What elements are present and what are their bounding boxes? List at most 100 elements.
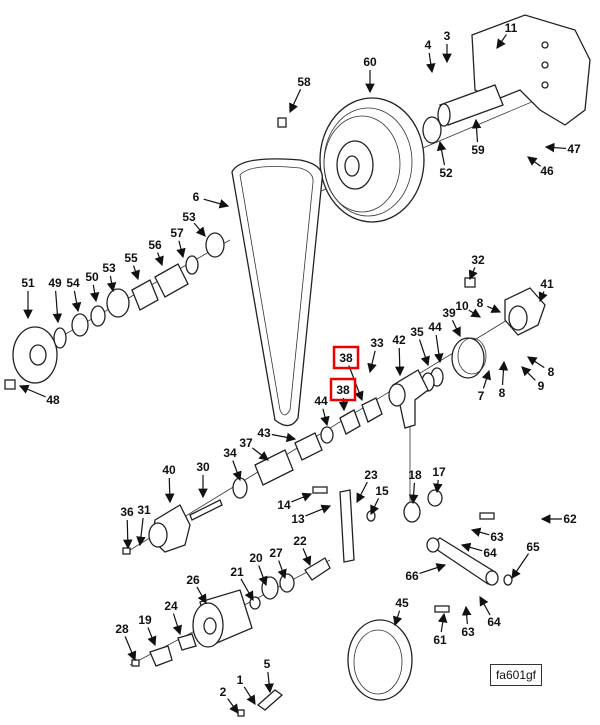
callout-number: 13 [291,512,305,526]
leader-arrow [408,482,419,505]
callout-40: 40 [162,463,176,504]
callout-49: 49 [48,276,63,324]
leader-arrow [487,304,502,313]
callout-number: 51 [21,276,35,290]
callout-45: 45 [392,596,409,627]
leader-arrow [164,477,175,504]
callout-number: 50 [85,270,99,284]
callout-46: 46 [527,156,554,178]
leader-arrow [527,156,541,167]
callout-3: 3 [442,29,452,64]
callout-15: 15 [370,484,389,516]
leader-arrow [526,356,545,369]
leader-arrow [277,560,287,580]
leader-arrow [496,34,507,49]
callout-number: 8 [477,296,484,310]
parts-drawing [4,14,591,717]
callout-number: 48 [46,393,60,407]
leader-arrow [451,319,461,338]
callout-number: 17 [432,465,446,479]
leader-arrow [479,595,491,616]
callout-number: 60 [363,55,377,69]
leader-arrow [433,479,443,494]
leader-arrow [419,563,447,575]
callout-number: 66 [405,569,419,583]
seal-ring [347,619,413,701]
leader-arrow [52,290,63,324]
callout-1: 1 [237,673,256,706]
leader-arrow [176,240,186,259]
leader-arrow [392,610,403,627]
callout-number: 1 [237,673,244,687]
callout-8: 8 [498,360,509,400]
callout-number: 43 [257,426,271,440]
leader-arrow [154,252,164,267]
leader-arrow [437,612,448,633]
callout-56: 56 [148,238,164,267]
leader-arrow [460,542,483,552]
leader-arrow [136,517,146,547]
callout-number: 53 [182,210,196,224]
callout-number: 38 [336,383,350,397]
callout-14: 14 [277,492,313,512]
leader-arrow [243,686,256,706]
callout-number: 54 [66,276,80,290]
leader-arrow [232,460,242,482]
leader-arrow [193,222,206,237]
callout-number: 10 [455,299,469,313]
callout-number: 63 [461,625,475,639]
callout-55: 55 [124,251,140,281]
leader-arrow [305,504,332,517]
callout-number: 35 [410,325,424,339]
leader-arrow [498,360,509,386]
callout-20: 20 [249,551,268,587]
callout-64: 64 [460,542,497,560]
callout-number: 45 [395,596,409,610]
callout-number: 23 [364,468,378,482]
link-arm [339,489,355,563]
leader-arrow [147,627,157,647]
leader-arrow [172,613,182,636]
callout-number: 18 [408,468,422,482]
callout-26: 26 [186,573,207,605]
leader-arrow [468,267,478,281]
highlight-box [329,377,357,402]
callout-number: 55 [124,251,138,265]
callout-number: 22 [293,534,307,548]
callout-number: 37 [239,436,253,450]
callout-30: 30 [196,460,210,499]
leader-arrow [18,384,46,398]
leader-arrow [264,671,274,694]
callout-number: 46 [540,164,554,178]
leader-arrow [320,408,330,427]
callout-50: 50 [85,270,100,303]
callout-44: 44 [428,320,444,364]
callout-51: 51 [21,276,35,320]
callout-number: 65 [526,540,540,554]
callout-11: 11 [496,21,518,49]
callout-65: 65 [511,540,540,579]
callout-number: 19 [138,613,152,627]
leader-arrow [521,366,536,381]
callout-number: 14 [277,498,291,512]
callout-5: 5 [264,657,274,694]
spring [451,337,485,379]
leader-arrow [302,548,312,567]
callout-number: 27 [269,546,283,560]
callout-number: 44 [428,320,442,334]
callout-32: 32 [468,253,485,281]
leader-arrow [196,586,207,605]
leader-arrow [418,339,430,367]
leader-arrow [470,527,490,537]
callout-38: 38 [329,377,357,412]
callout-63: 63 [470,527,504,544]
leader-arrow [538,291,548,303]
callout-number: 52 [439,166,453,180]
callout-number: 64 [483,546,497,560]
callout-57: 57 [170,226,186,259]
callout-23: 23 [356,468,378,504]
leader-arrow [511,553,530,579]
callout-53: 53 [102,261,117,293]
callout-35: 35 [410,325,430,367]
